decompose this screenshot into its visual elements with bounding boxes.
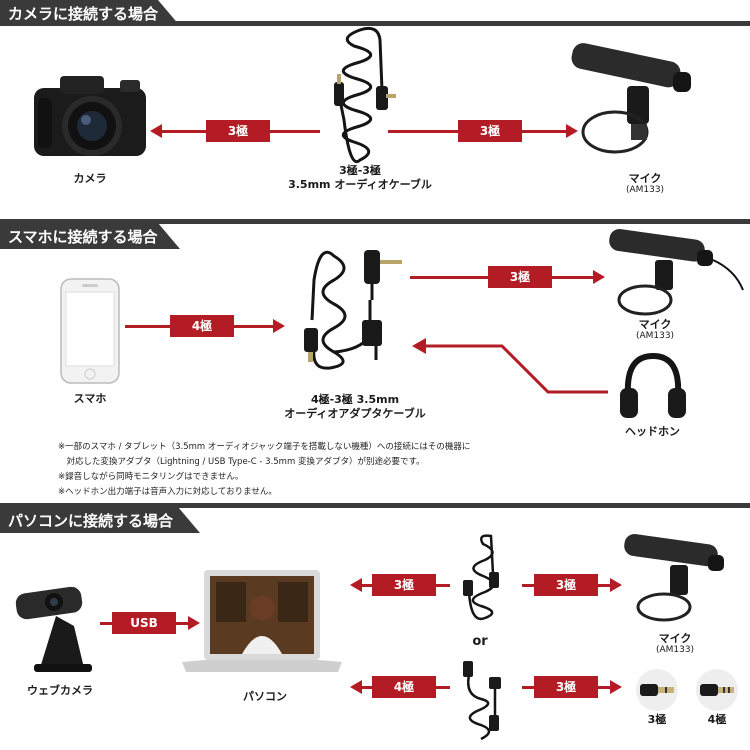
cable-label-line1: 3極-3極 bbox=[339, 164, 381, 177]
arrow-label: 3極 bbox=[206, 120, 270, 142]
section-header-camera: カメラに接続する場合 bbox=[0, 0, 750, 26]
camera-image bbox=[34, 76, 146, 156]
arrow-adapter-to-mic-bottom: 3極 bbox=[522, 676, 622, 698]
plug-3pole-label: 3極 bbox=[647, 713, 667, 726]
section-title: スマホに接続する場合 bbox=[8, 228, 158, 246]
section-title: カメラに接続する場合 bbox=[8, 5, 159, 23]
adapter-label-line1: 4極-3極 3.5mm bbox=[310, 393, 400, 406]
coiled-cable-image bbox=[463, 534, 499, 621]
note-line: ※録音しながら同時モニタリングはできません。 bbox=[58, 472, 244, 482]
arrow-headphone-to-adapter bbox=[412, 338, 608, 394]
camera-label: カメラ bbox=[73, 172, 107, 185]
webcam-image bbox=[15, 586, 92, 672]
arrow-label: 3極 bbox=[372, 574, 436, 596]
note-line: ※ヘッドホン出力端子は音声入力に対応しておりません。 bbox=[58, 487, 277, 497]
cable-label-line2: 3.5mm オーディオケーブル bbox=[288, 178, 432, 191]
headphone-label: ヘッドホン bbox=[625, 425, 680, 438]
arrow-label: 3極 bbox=[458, 120, 522, 142]
section-tab: パソコンに接続する場合 bbox=[0, 507, 200, 533]
arrow-cable-to-pc-top: 3極 bbox=[350, 574, 450, 596]
mic-model: (AM133) bbox=[635, 331, 675, 341]
arrow-label: USB bbox=[112, 612, 176, 634]
section-divider bbox=[0, 21, 750, 26]
note-line: 対応した変換アダプタ（Lightning / USB Type-C - 3.5m… bbox=[58, 457, 425, 467]
arrow-label: 3極 bbox=[534, 676, 598, 698]
arrow-to-camera: 3極 bbox=[150, 120, 320, 142]
phone-label: スマホ bbox=[73, 392, 107, 405]
pc-label: パソコン bbox=[243, 690, 287, 703]
section-divider bbox=[0, 219, 750, 224]
arrow-label: 3極 bbox=[534, 574, 598, 596]
microphone-image bbox=[571, 43, 691, 154]
adapter-label-line2: オーディオアダプタケーブル bbox=[284, 407, 426, 420]
arrow-webcam-to-pc: USB bbox=[100, 612, 200, 634]
arrow-label: 4極 bbox=[170, 315, 234, 337]
arrow-adapter-to-mic: 3極 bbox=[410, 266, 605, 288]
coiled-cable-image bbox=[334, 26, 396, 164]
note-line: ※一部のスマホ / タブレット（3.5mm オーディオジャック端子を搭載しない機… bbox=[58, 442, 471, 452]
mic-label: マイク bbox=[658, 632, 692, 645]
plug-3pole-image bbox=[636, 669, 678, 711]
arrow-label: 4極 bbox=[372, 676, 436, 698]
plug-4pole-label: 4極 bbox=[707, 713, 727, 726]
arrow-label: 3極 bbox=[488, 266, 552, 288]
mic-model: (AM133) bbox=[655, 645, 695, 655]
mic-label: マイク bbox=[638, 318, 672, 331]
section-tab: カメラに接続する場合 bbox=[0, 0, 180, 26]
smartphone-image bbox=[60, 278, 120, 384]
arrow-cable-to-mic-top: 3極 bbox=[522, 574, 622, 596]
mic-label: マイク bbox=[628, 172, 662, 185]
section-header-smartphone: スマホに接続する場合 bbox=[0, 219, 750, 249]
arrow-to-mic: 3極 bbox=[388, 120, 578, 142]
webcam-label: ウェブカメラ bbox=[27, 684, 93, 697]
arrow-adapter-to-pc-bottom: 4極 bbox=[350, 676, 450, 698]
adapter-cable-image bbox=[304, 250, 402, 370]
arrow-phone-to-adapter: 4極 bbox=[125, 315, 285, 337]
or-label: or bbox=[472, 634, 488, 649]
headphones-image bbox=[620, 352, 686, 418]
plug-4pole-image bbox=[696, 669, 738, 711]
microphone-image bbox=[609, 228, 744, 316]
laptop-image bbox=[182, 570, 342, 672]
microphone-image bbox=[624, 533, 724, 622]
section-tab: スマホに接続する場合 bbox=[0, 223, 180, 249]
section-divider bbox=[0, 503, 750, 508]
adapter-cable-image bbox=[463, 661, 501, 741]
section-title: パソコンに接続する場合 bbox=[8, 512, 174, 530]
section-header-pc: パソコンに接続する場合 bbox=[0, 503, 750, 533]
mic-model: (AM133) bbox=[625, 185, 665, 195]
